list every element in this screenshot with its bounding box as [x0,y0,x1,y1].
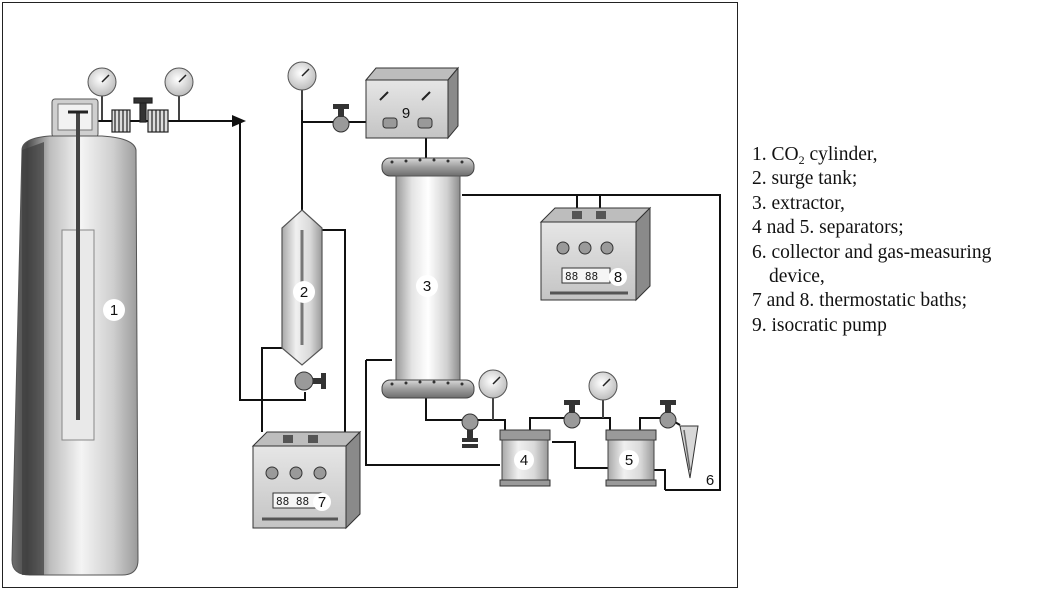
legend-item-6: 7 and 8. thermostatic baths; [752,290,967,312]
label-7: 7 [318,494,326,511]
separator-5: 5 [605,429,657,487]
thermostatic-bath-8: 88 88 8 [539,206,652,302]
display-8: 88 88 [565,270,598,283]
label-9: 9 [402,105,410,122]
surge-tank: 2 [281,209,323,366]
legend-item-5: 6. collector and gas-measuring [752,241,992,263]
pressure-gauge-icon [287,61,317,110]
label-4: 4 [520,452,528,469]
legend-item-1-prefix: 1. CO [752,144,799,165]
legend-item-1-subscript: 2 [798,153,805,167]
flow-arrow [232,115,246,127]
legend-item-3: 3. extractor, [752,192,845,214]
thermostatic-bath-7: 88 88 7 [251,430,362,530]
extractor-column: 3 [381,157,475,399]
isocratic-pump: 9 [364,66,460,140]
label-6: 6 [706,472,714,489]
separator-4: 4 [499,429,551,487]
legend-item-1: 1. CO2 cylinder, [752,143,1047,167]
valve-icon [461,413,479,448]
valve-icon [332,104,350,133]
legend-item-4: 4 nad 5. separators; [752,217,904,239]
pressure-gauge-icon [478,369,508,420]
label-8: 8 [614,269,622,286]
legend-item-2: 2. surge tank; [752,168,858,190]
regulator-assembly [111,97,169,133]
apparatus-diagram: 1 [11,61,721,576]
collector: 6 [679,425,714,489]
legend: 1. CO2 cylinder, 2. surge tank; 3. extra… [752,143,1047,338]
label-3: 3 [423,278,431,295]
label-2: 2 [300,284,308,301]
pressure-gauge-icon [588,371,618,418]
label-1: 1 [110,302,118,319]
valve-icon [659,400,677,429]
legend-item-7: 9. isocratic pump [752,314,887,336]
legend-item-5-continued: device, [769,266,825,288]
pressure-gauge-icon [164,67,194,120]
pressure-gauge-icon [87,67,117,120]
display-7: 88 88 [276,495,309,508]
co2-cylinder: 1 [11,98,139,576]
legend-item-1-suffix: cylinder, [804,144,878,165]
valve-icon [563,400,581,429]
valve-icon [294,371,326,391]
label-5: 5 [625,452,633,469]
